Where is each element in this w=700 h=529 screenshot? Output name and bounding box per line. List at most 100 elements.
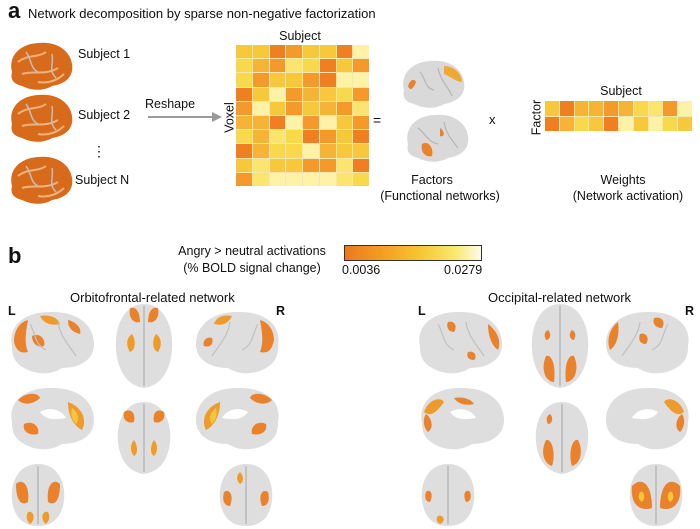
heatmap-cell	[619, 116, 633, 131]
orbitofrontal-medial-left-brain	[11, 387, 95, 450]
heatmap-cell	[353, 87, 369, 101]
heatmap-cell	[604, 101, 618, 116]
colorbar-max-label: 0.0279	[444, 263, 483, 277]
heatmap-cell	[303, 115, 319, 130]
reshape-label: Reshape	[145, 97, 196, 111]
orbitofrontal-lateral-right-brain	[196, 311, 279, 374]
heatmap-cell	[252, 144, 269, 158]
heatmap-cell	[252, 172, 269, 186]
heatmap-cell	[286, 59, 302, 73]
heatmap-cell	[236, 101, 252, 115]
heatmap-cell	[252, 45, 269, 59]
heatmap-cell	[286, 172, 302, 186]
heatmap-cell	[303, 45, 319, 59]
panel-b-letter: b	[8, 243, 22, 268]
orbitofrontal-bottom-brain	[117, 402, 171, 474]
occipital-back-brain	[629, 464, 683, 526]
heatmap-cell	[353, 45, 369, 59]
factor-brain-1	[403, 60, 465, 108]
equals-sign: =	[373, 112, 382, 128]
heatmap-cell	[286, 101, 302, 115]
heatmap-cell	[303, 73, 319, 87]
occipital-right-label: R	[685, 304, 695, 318]
subject-n-brain	[11, 156, 73, 204]
heatmap-cell	[269, 59, 286, 73]
heatmap-cell	[236, 115, 252, 130]
heatmap-cell	[336, 87, 353, 101]
heatmap-cell	[353, 158, 369, 172]
heatmap-cell	[589, 101, 604, 116]
orbitofrontal-right-label: R	[276, 304, 286, 318]
heatmap-cell	[319, 115, 336, 130]
heatmap-cell	[236, 87, 252, 101]
heatmap-cell	[336, 73, 353, 87]
subject-2-label: Subject 2	[78, 108, 131, 122]
panel-a-title: Network decomposition by sparse non-nega…	[28, 6, 376, 21]
heatmap-cell	[648, 101, 663, 116]
heatmap-cell	[236, 158, 252, 172]
heatmap-cell	[286, 45, 302, 59]
occipital-network-title: Occipital-related network	[488, 290, 632, 305]
heatmap-cell	[269, 130, 286, 144]
heatmap-cell	[336, 115, 353, 130]
heatmap-cell	[336, 45, 353, 59]
heatmap-cell	[353, 73, 369, 87]
colorbar-title: Angry > neutral activations	[178, 244, 326, 258]
weights-sublabel: (Network activation)	[572, 189, 684, 203]
heatmap-cell	[269, 45, 286, 59]
subject-2-brain	[11, 94, 73, 142]
occipital-lateral-left-brain	[419, 311, 502, 374]
weights-side-label: Factor	[529, 99, 544, 136]
orbitofrontal-front-brain	[11, 464, 65, 526]
heatmap-cell	[252, 59, 269, 73]
heatmap-cell	[353, 130, 369, 144]
orbitofrontal-medial-right-brain	[196, 387, 279, 450]
heatmap-cell	[252, 87, 269, 101]
heatmap-cell	[545, 116, 559, 131]
subject-1-brain	[11, 42, 73, 90]
ellipsis: ⋮	[92, 143, 106, 159]
heatmap-cell	[303, 130, 319, 144]
heatmap-cell	[236, 172, 252, 186]
heatmap-cell	[303, 87, 319, 101]
heatmap-cell	[269, 73, 286, 87]
heatmap-cell	[252, 73, 269, 87]
occipital-left-label: L	[418, 304, 426, 318]
heatmap-cell	[286, 87, 302, 101]
heatmap-cell	[269, 101, 286, 115]
heatmap-cell	[319, 45, 336, 59]
heatmap-cell	[633, 116, 648, 131]
heatmap-cell	[633, 101, 648, 116]
heatmap-cell	[319, 59, 336, 73]
heatmap-cell	[269, 172, 286, 186]
heatmap-cell	[236, 45, 252, 59]
weights-top-label: Subject	[600, 84, 642, 98]
heatmap-cell	[663, 101, 678, 116]
heatmap-cell	[648, 116, 663, 131]
orbitofrontal-network-title: Orbitofrontal-related network	[70, 290, 235, 305]
heatmap-cell	[303, 172, 319, 186]
heatmap-cell	[252, 115, 269, 130]
heatmap-cell	[353, 172, 369, 186]
heatmap-cell	[252, 130, 269, 144]
heatmap-cell	[589, 116, 604, 131]
heatmap-cell	[303, 144, 319, 158]
factors-sublabel: (Functional networks)	[380, 189, 500, 203]
orbitofrontal-left-label: L	[8, 304, 16, 318]
heatmap-cell	[336, 172, 353, 186]
heatmap-cell	[336, 144, 353, 158]
heatmap-cell	[545, 101, 559, 116]
orbitofrontal-top-brain	[115, 304, 173, 388]
heatmap-cell	[663, 116, 678, 131]
heatmap-cell	[574, 101, 589, 116]
heatmap-cell	[252, 101, 269, 115]
heatmap-cell	[303, 158, 319, 172]
heatmap-cell	[286, 144, 302, 158]
heatmap-cell	[559, 101, 574, 116]
heatmap-cell	[678, 116, 692, 131]
heatmap-cell	[619, 101, 633, 116]
heatmap-cell	[269, 158, 286, 172]
heatmap-cell	[269, 144, 286, 158]
heatmap-cell	[336, 59, 353, 73]
heatmap-cell	[319, 172, 336, 186]
